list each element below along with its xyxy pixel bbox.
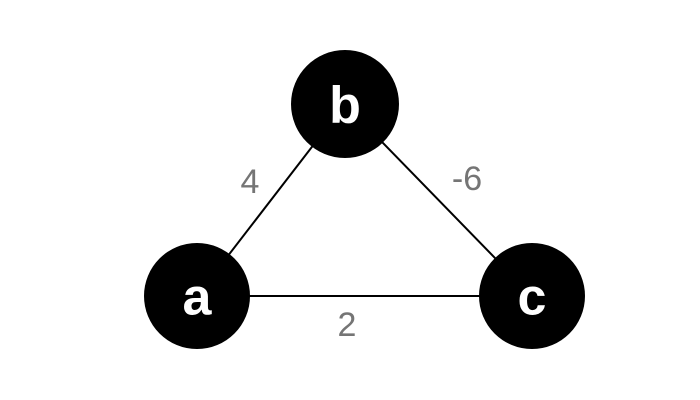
graph-node-c: [479, 243, 585, 349]
edge-weight-label-b-c: -6: [452, 160, 482, 198]
node-label-a: a: [183, 269, 213, 327]
edge-weight-label-a-c: 2: [338, 306, 357, 344]
node-label-c: c: [518, 269, 547, 327]
edge-weight-label-a-b: 4: [241, 163, 260, 201]
graph-node-a: [144, 243, 250, 349]
node-label-b: b: [329, 77, 361, 135]
graph-node-b: [291, 50, 399, 158]
